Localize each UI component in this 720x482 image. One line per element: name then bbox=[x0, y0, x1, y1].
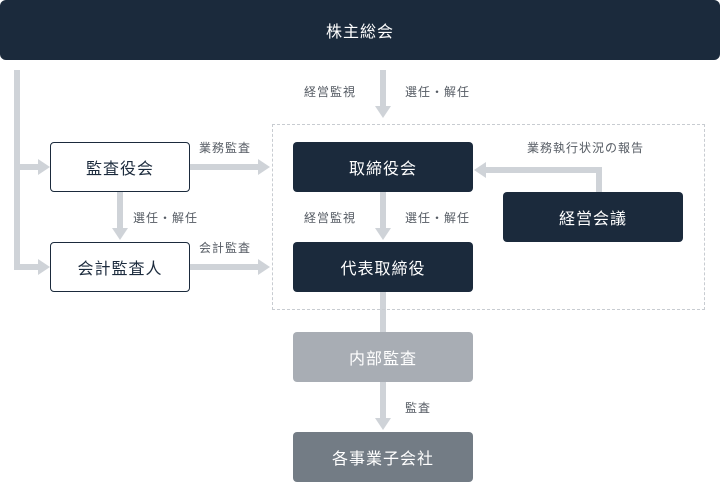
connector-meeting-left bbox=[484, 167, 602, 173]
arrow-audit-board-down bbox=[112, 228, 128, 240]
subsidiaries-box: 各事業子会社 bbox=[293, 432, 473, 482]
connector-accounting-audit bbox=[190, 264, 260, 270]
arrow-to-accounting-auditor bbox=[38, 259, 50, 275]
connector-meeting-up bbox=[596, 167, 602, 193]
connector-to-audit-board bbox=[14, 164, 38, 170]
shareholders-label: 株主総会 bbox=[325, 22, 394, 41]
subsidiaries-label: 各事業子会社 bbox=[331, 449, 434, 468]
arrow-meeting-to-board bbox=[474, 162, 486, 178]
label-top-monitor: 経営監視 bbox=[304, 85, 357, 99]
arrow-down-to-board-area bbox=[375, 106, 391, 118]
accounting-auditor-label: 会計監査人 bbox=[77, 259, 163, 278]
shareholders-box: 株主総会 bbox=[0, 0, 720, 60]
board-box: 取締役会 bbox=[293, 142, 473, 192]
label-accounting-audit: 会計監査 bbox=[199, 241, 252, 255]
arrow-business-audit bbox=[258, 159, 270, 175]
accounting-auditor-box: 会計監査人 bbox=[50, 242, 190, 292]
label-audit-board-select: 選任・解任 bbox=[133, 211, 199, 225]
connector-representative-internal bbox=[380, 292, 386, 334]
connector-to-accounting-auditor bbox=[14, 264, 38, 270]
label-board-select: 選任・解任 bbox=[405, 211, 471, 225]
label-exec-report: 業務執行状況の報告 bbox=[527, 141, 645, 155]
audit-board-box: 監査役会 bbox=[50, 142, 190, 192]
arrow-accounting-audit bbox=[258, 259, 270, 275]
board-label: 取締役会 bbox=[348, 159, 417, 178]
internal-audit-box: 内部監査 bbox=[293, 332, 473, 382]
board-area-dashed bbox=[272, 124, 705, 310]
arrow-board-representative bbox=[375, 228, 391, 240]
representative-box: 代表取締役 bbox=[293, 242, 473, 292]
arrow-internal-subsidiaries bbox=[375, 418, 391, 430]
label-board-monitor: 経営監視 bbox=[304, 211, 357, 225]
representative-label: 代表取締役 bbox=[340, 259, 426, 278]
connector-shareholders-board bbox=[380, 70, 386, 106]
audit-board-label: 監査役会 bbox=[85, 159, 154, 178]
connector-business-audit bbox=[190, 164, 260, 170]
internal-audit-label: 内部監査 bbox=[348, 349, 417, 368]
label-audit: 監査 bbox=[405, 401, 432, 415]
connector-internal-subsidiaries bbox=[380, 382, 386, 418]
label-business-audit: 業務監査 bbox=[199, 141, 252, 155]
label-top-select: 選任・解任 bbox=[405, 85, 471, 99]
arrow-to-audit-board bbox=[38, 159, 50, 175]
management-meeting-box: 経営会議 bbox=[503, 192, 683, 242]
connector-board-representative bbox=[380, 192, 386, 228]
connector-audit-board-down bbox=[117, 192, 123, 228]
management-meeting-label: 経営会議 bbox=[558, 209, 627, 228]
